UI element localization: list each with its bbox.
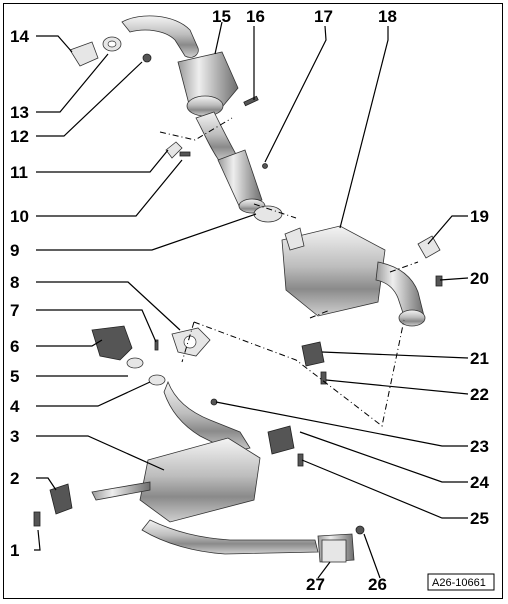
callout-22: 22 — [470, 385, 489, 404]
callout-3: 3 — [10, 427, 19, 446]
callout-21: 21 — [470, 349, 489, 368]
callout-11: 11 — [10, 163, 28, 182]
callout-9: 9 — [10, 241, 19, 260]
callout-17: 17 — [314, 7, 333, 26]
assembly-lines — [159, 117, 419, 427]
callout-23: 23 — [470, 437, 489, 456]
callout-12: 12 — [10, 127, 29, 146]
callout-19: 19 — [470, 207, 489, 226]
callout-20: 20 — [470, 269, 489, 288]
callout-15: 15 — [212, 7, 231, 26]
drawing-code: A26-10661 — [432, 577, 486, 589]
callout-10: 10 — [10, 207, 29, 226]
small-parts — [33, 36, 443, 563]
callout-7: 7 — [10, 301, 19, 320]
leader-lines — [34, 21, 469, 579]
callout-4: 4 — [10, 397, 20, 416]
callout-18: 18 — [378, 7, 397, 26]
callout-numbers: 1 2 3 4 5 6 7 8 9 10 11 12 13 14 15 16 1… — [10, 7, 489, 594]
callout-5: 5 — [10, 367, 19, 386]
callout-27: 27 — [306, 575, 325, 594]
callout-24: 24 — [470, 473, 489, 492]
callout-14: 14 — [10, 27, 29, 46]
drawing-code-box: A26-10661 — [427, 573, 495, 591]
bracket-14-shape — [69, 41, 99, 67]
callout-8: 8 — [10, 273, 19, 292]
callout-2: 2 — [10, 469, 19, 488]
callout-6: 6 — [10, 337, 19, 356]
callout-26: 26 — [368, 575, 387, 594]
particulate-filter — [281, 225, 426, 327]
callout-1: 1 — [10, 541, 19, 560]
callout-13: 13 — [10, 103, 29, 122]
callout-25: 25 — [470, 509, 489, 528]
center-silencer-assembly — [91, 380, 355, 563]
front-pipe-with-catalyst — [121, 15, 266, 214]
callout-16: 16 — [246, 7, 265, 26]
